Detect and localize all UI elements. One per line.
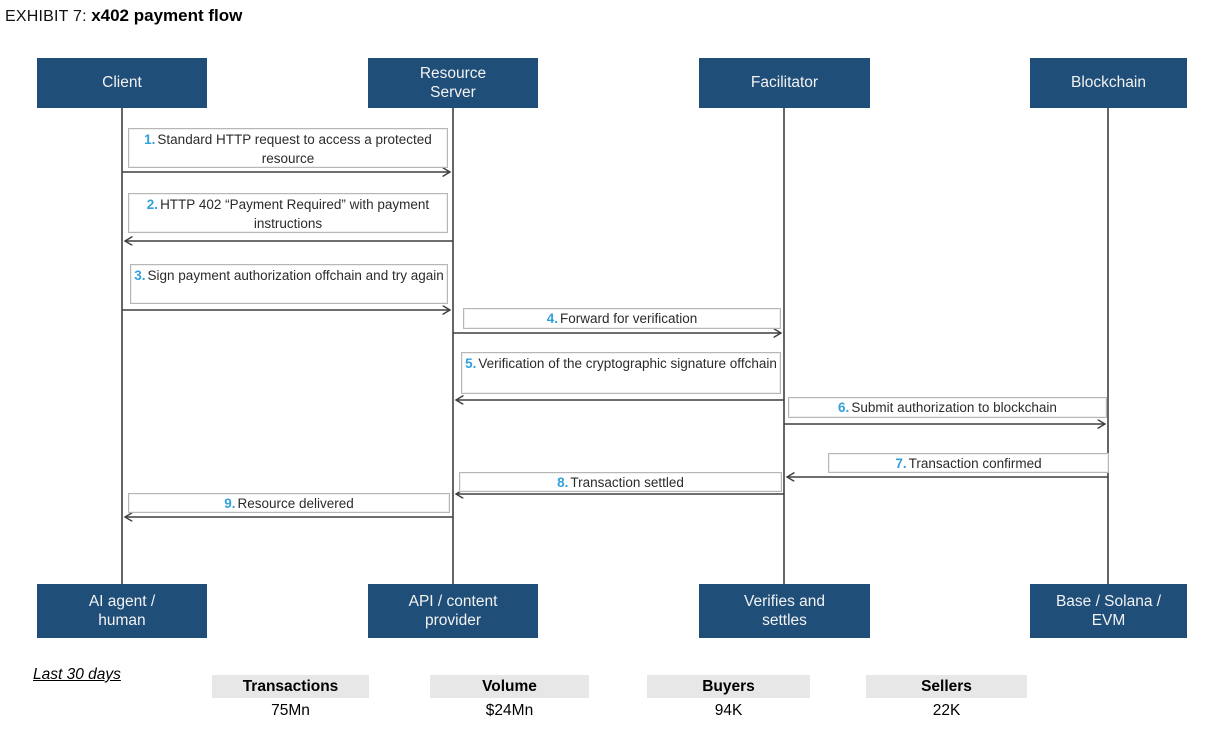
stat-value-buyers: 94K bbox=[714, 702, 743, 719]
stat-header-buyers: Buyers bbox=[647, 675, 810, 698]
actor-client: Client bbox=[37, 58, 207, 108]
message-9-number: 9. bbox=[224, 496, 236, 511]
message-5-number: 5. bbox=[465, 356, 477, 371]
message-1-text: Standard HTTP request to access a protec… bbox=[157, 132, 432, 166]
message-6-label: 6.Submit authorization to blockchain bbox=[788, 397, 1107, 418]
message-1-label: 1.Standard HTTP request to access a prot… bbox=[128, 128, 448, 168]
actor-blockchain-description: Base / Solana / EVM bbox=[1030, 584, 1187, 638]
message-4-number: 4. bbox=[546, 311, 558, 326]
message-2-text: HTTP 402 “Payment Required” with payment… bbox=[160, 197, 430, 231]
stat-value-sellers: 22K bbox=[932, 702, 961, 719]
message-6-number: 6. bbox=[838, 400, 850, 415]
message-2-number: 2. bbox=[146, 197, 159, 212]
message-3-label: 3.Sign payment authorization offchain an… bbox=[130, 264, 448, 304]
message-4-label: 4.Forward for verification bbox=[463, 308, 781, 329]
diagram-title: x402 payment flow bbox=[91, 6, 243, 25]
stat-header-sellers: Sellers bbox=[866, 675, 1027, 698]
message-7-number: 7. bbox=[895, 456, 907, 471]
message-7-text: Transaction confirmed bbox=[908, 456, 1042, 471]
actor-client-description: AI agent / human bbox=[37, 584, 207, 638]
message-7-label: 7.Transaction confirmed bbox=[828, 453, 1109, 473]
stat-value-volume: $24Mn bbox=[485, 702, 534, 719]
stat-header-transactions: Transactions bbox=[212, 675, 369, 698]
message-2-label: 2.HTTP 402 “Payment Required” with payme… bbox=[128, 193, 448, 233]
message-3-text: Sign payment authorization offchain and … bbox=[147, 268, 444, 283]
message-4-text: Forward for verification bbox=[559, 311, 698, 326]
message-8-text: Transaction settled bbox=[570, 475, 684, 490]
message-3-number: 3. bbox=[134, 268, 146, 283]
message-5-label: 5.Verification of the cryptographic sign… bbox=[461, 352, 781, 394]
stats-period-label: Last 30 days bbox=[33, 666, 121, 683]
actor-facilitator-description: Verifies and settles bbox=[699, 584, 870, 638]
stat-header-volume: Volume bbox=[430, 675, 589, 698]
message-8-label: 8.Transaction settled bbox=[459, 472, 782, 492]
exhibit-label: EXHIBIT 7: bbox=[5, 8, 87, 25]
message-9-label: 9.Resource delivered bbox=[128, 493, 450, 513]
actor-blockchain: Blockchain bbox=[1030, 58, 1187, 108]
exhibit-title: EXHIBIT 7: x402 payment flow bbox=[5, 6, 242, 26]
actor-resource-server: Resource Server bbox=[368, 58, 538, 108]
message-5-text: Verification of the cryptographic signat… bbox=[478, 356, 777, 371]
actor-facilitator: Facilitator bbox=[699, 58, 870, 108]
stat-value-transactions: 75Mn bbox=[271, 702, 310, 719]
message-9-text: Resource delivered bbox=[237, 496, 354, 511]
message-1-number: 1. bbox=[144, 132, 156, 147]
message-8-number: 8. bbox=[557, 475, 569, 490]
actor-resource-server-description: API / content provider bbox=[368, 584, 538, 638]
message-6-text: Submit authorization to blockchain bbox=[851, 400, 1057, 415]
